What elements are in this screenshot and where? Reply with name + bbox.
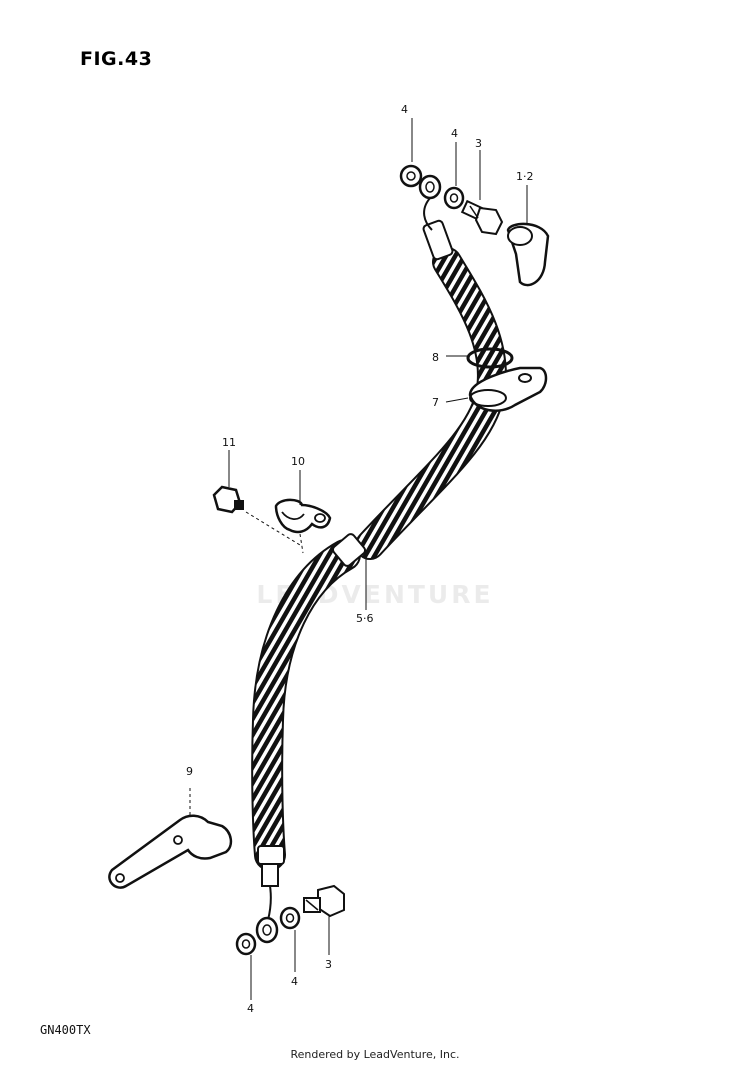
grommet-ring — [466, 347, 514, 369]
callout-bottom-washer-4b: 4 — [291, 975, 298, 988]
callout-bottom-bolt-3: 3 — [325, 958, 332, 971]
leader-lines — [228, 118, 528, 1000]
bottom-washer-right — [279, 906, 301, 930]
callout-top-bolt-3: 3 — [475, 137, 482, 150]
bottom-washer-left — [235, 932, 257, 956]
top-banjo-fitting — [418, 174, 454, 261]
callout-bottom-washer-4: 4 — [247, 1002, 254, 1015]
callout-ring-8: 8 — [432, 351, 439, 364]
hose-bracket-upper — [468, 366, 548, 412]
footer-credit: Rendered by LeadVenture, Inc. — [290, 1048, 460, 1061]
top-union-bolt — [460, 199, 504, 236]
callout-clamp-10: 10 — [291, 455, 305, 468]
callout-stay-9: 9 — [186, 765, 193, 778]
lower-brake-hose — [251, 539, 361, 871]
clamp-bolt — [212, 485, 301, 546]
model-code: GN400TX — [40, 1023, 91, 1037]
top-washer-right — [443, 186, 465, 210]
callout-hose-5-6: 5·6 — [356, 612, 374, 625]
callout-cap-1-2: 1·2 — [516, 170, 534, 183]
rubber-cap — [506, 222, 550, 287]
bottom-union-bolt — [303, 884, 345, 918]
figure-title: FIG.43 — [80, 48, 153, 70]
hose-clamp — [274, 498, 332, 554]
callout-bolt-11: 11 — [222, 436, 236, 449]
hose-joint-collar — [331, 533, 367, 567]
callout-top-washer-4: 4 — [401, 103, 408, 116]
lower-hose-fitting — [255, 845, 285, 944]
top-washer-left — [399, 164, 423, 188]
hose-stay-bracket — [108, 788, 233, 889]
callout-bracket-7: 7 — [432, 396, 439, 409]
callout-top-washer-4b: 4 — [451, 127, 458, 140]
